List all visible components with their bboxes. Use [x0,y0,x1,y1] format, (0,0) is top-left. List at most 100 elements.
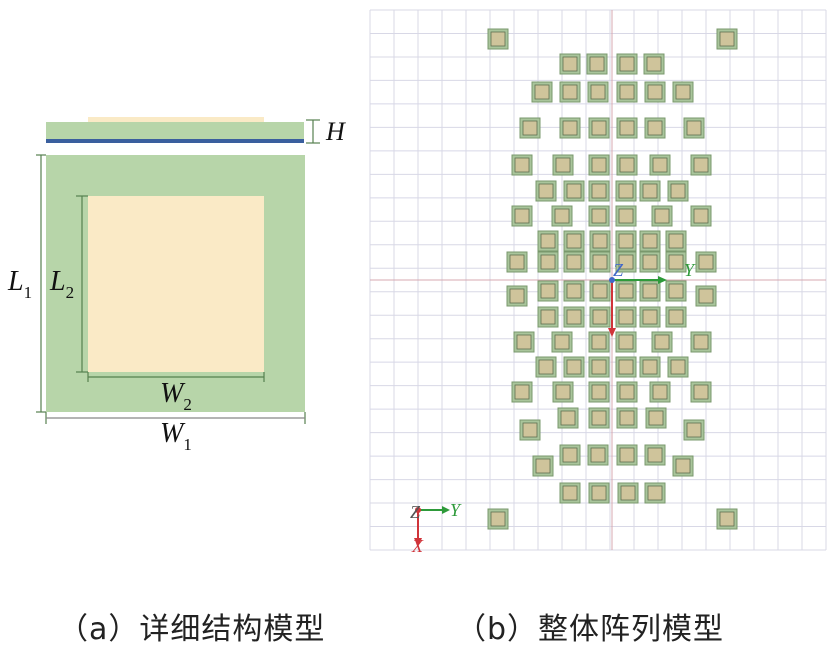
array-cell-patch [642,233,658,249]
caption-b: （b）整体阵列模型 [456,612,725,647]
array-cell-patch [591,359,607,375]
array-cell-patch [555,157,571,173]
array-cell-patch [618,208,634,224]
array-cell-patch [618,254,634,270]
array-cell-patch [538,183,554,199]
array-cell-patch [540,309,556,325]
array-cell-patch [540,254,556,270]
array-cell-patch [693,157,709,173]
array-cell-patch [591,157,607,173]
array-cell-patch [618,233,634,249]
side-view-patch [88,117,264,122]
array-cell-patch [562,485,578,501]
array-cell-patch [642,283,658,299]
array-cell-patch [509,254,525,270]
array-cell-patch [566,309,582,325]
corner-z-label: Z [410,502,421,522]
array-cell-patch [620,485,636,501]
array-cell-patch [619,157,635,173]
array-cell-patch [698,288,714,304]
array-cell-patch [646,56,662,72]
array-cell-patch [619,447,635,463]
array-cell-patch [566,283,582,299]
array-cell-patch [591,120,607,136]
array-cell-patch [591,208,607,224]
array-cell-patch [668,283,684,299]
w2-label: W2 [160,378,192,414]
array-cell-patch [590,447,606,463]
array-cell-patch [675,458,691,474]
array-cell-patch [555,384,571,400]
array-cell-patch [618,334,634,350]
array-cell-patch [719,511,735,527]
center-y-arrowhead [658,276,667,284]
array-cell-patch [554,334,570,350]
array-cell-patch [693,208,709,224]
array-cell-patch [619,410,635,426]
center-z-label: Z [613,260,624,280]
array-cell-patch [618,309,634,325]
array-cell-patch [592,254,608,270]
array-cell-patch [618,283,634,299]
corner-x-label: X [411,536,424,556]
array-cell-patch [647,447,663,463]
array-cell-patch [652,384,668,400]
array-cell-patch [562,84,578,100]
array-cell-patch [619,56,635,72]
array-cell-patch [642,254,658,270]
array-cell-patch [592,309,608,325]
array-diagram: Z Y Z Y X [369,9,827,556]
array-cell-patch [591,183,607,199]
array-cells [487,28,738,530]
array-cell-patch [522,120,538,136]
array-cell-patch [592,233,608,249]
corner-y-label: Y [450,500,462,520]
array-cell-patch [670,183,686,199]
array-cell-patch [686,422,702,438]
array-cell-patch [566,183,582,199]
corner-y-arrowhead [442,506,450,514]
array-cell-patch [670,359,686,375]
array-cell-patch [591,384,607,400]
l1-label: L1 [7,266,32,302]
array-cell-patch [642,183,658,199]
array-cell-patch [566,254,582,270]
array-cell-patch [619,84,635,100]
array-cell-patch [668,233,684,249]
array-cell-patch [562,120,578,136]
array-cell-patch [490,31,506,47]
array-cell-patch [589,56,605,72]
array-cell-patch [618,359,634,375]
array-cell-patch [642,309,658,325]
array-cell-patch [668,309,684,325]
center-x-arrowhead [608,328,616,337]
array-cell-patch [560,410,576,426]
corner-origin [415,507,421,513]
array-cell-patch [514,208,530,224]
side-view-substrate [46,122,304,140]
h-label: H [325,117,346,146]
array-cell-patch [675,84,691,100]
array-cell-patch [652,157,668,173]
array-cell-patch [719,31,735,47]
l2-label: L2 [49,266,74,302]
array-cell-patch [566,233,582,249]
top-view-patch [88,196,264,372]
w1-label: W1 [160,418,192,454]
array-cell-patch [647,120,663,136]
center-origin [609,277,615,283]
array-cell-patch [514,157,530,173]
array-cell-patch [591,485,607,501]
array-cell-patch [540,233,556,249]
array-cell-patch [654,334,670,350]
array-cell-patch [619,120,635,136]
array-cell-patch [591,334,607,350]
array-cell-patch [693,384,709,400]
corner-x-arrowhead [414,538,422,547]
array-cell-patch [516,334,532,350]
array-cell-patch [619,384,635,400]
array-cell-patch [538,359,554,375]
array-cell-patch [647,84,663,100]
array-cell-patch [668,254,684,270]
array-cell-patch [642,359,658,375]
